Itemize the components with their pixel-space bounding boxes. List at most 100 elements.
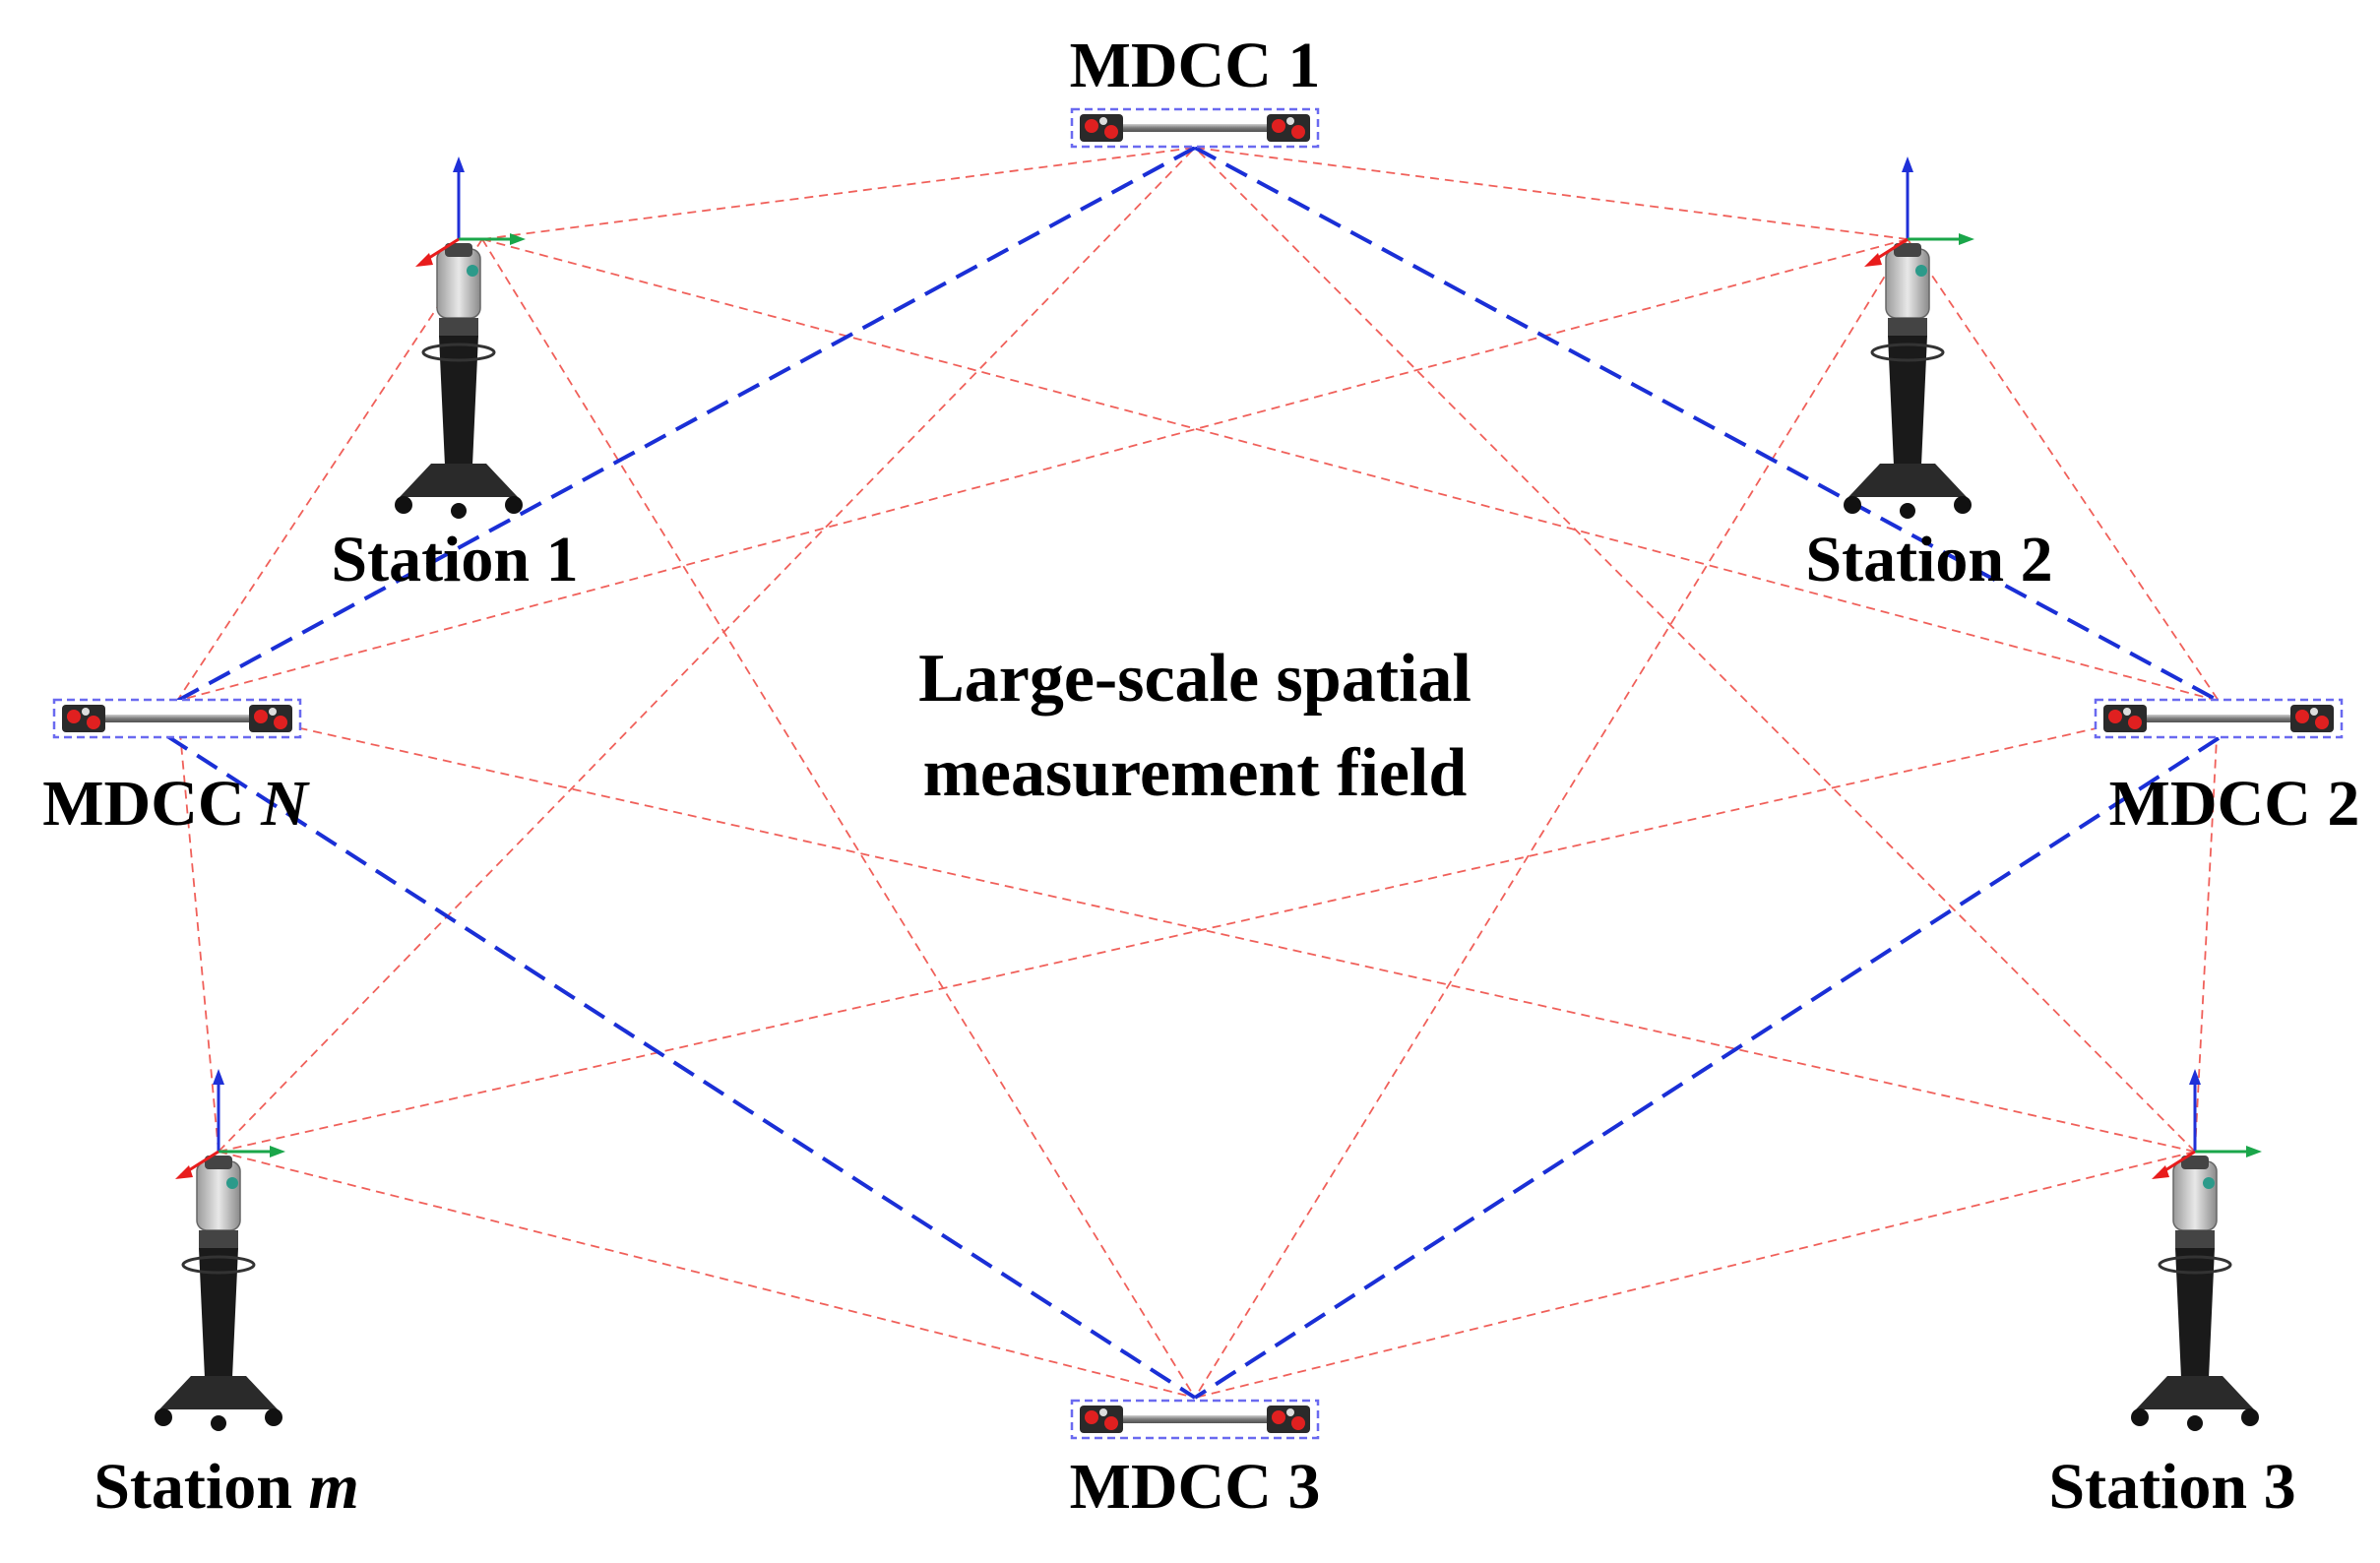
baseline-b1-b2 [1194, 146, 2220, 703]
laser-tracker-icon [2172, 1160, 2218, 1231]
target-red [2295, 710, 2309, 723]
target-white [1099, 1408, 1107, 1416]
target-red [1291, 1416, 1305, 1430]
axis-y-arrow [270, 1146, 285, 1157]
tripod-ring [2158, 1255, 2232, 1275]
sight-line-s1-b2 [481, 238, 2220, 702]
tracker-base [2175, 1230, 2215, 1248]
bar-rod [84, 715, 271, 722]
tripod-ring [1870, 343, 1945, 362]
target-red [2315, 716, 2329, 729]
station-m [155, 1069, 285, 1431]
label-station-3: Station 3 [2048, 1451, 2295, 1523]
caster-wheel [395, 496, 412, 514]
calibration-bar-mdcc-n [52, 698, 302, 739]
target-red [274, 716, 287, 729]
axis-x-arrow [415, 253, 433, 267]
axis-z-arrow [2189, 1069, 2201, 1085]
caster-wheel [2131, 1408, 2149, 1426]
coordinate-axes-icon [415, 156, 526, 267]
sight-line-s1-b3 [481, 238, 1196, 1399]
tripod-foot [159, 1376, 278, 1409]
tracker-lens [467, 265, 478, 277]
target-red [1085, 119, 1098, 133]
target-white [1286, 117, 1294, 125]
laser-tracker-icon [1885, 248, 1930, 319]
sight-line-s3-b3 [1194, 1151, 2196, 1399]
calibration-bars [52, 107, 2344, 1440]
calibration-bar-mdcc-1 [1070, 107, 1320, 149]
target-white [1286, 1408, 1294, 1416]
sight-line-s1-bn [176, 238, 483, 702]
target-red [1291, 125, 1305, 139]
caster-wheel [265, 1408, 282, 1426]
tripod-column [1888, 336, 1927, 466]
station-3 [2131, 1069, 2262, 1431]
bar-rod [1101, 124, 1288, 132]
label-station-m-var: m [308, 1451, 358, 1523]
tracker-lens [226, 1177, 238, 1189]
label-station-2: Station 2 [1805, 524, 2052, 595]
axis-x-arrow [1864, 253, 1882, 267]
bar-rod [1101, 1415, 1288, 1423]
field-title-line-2: measurement field [923, 735, 1468, 811]
label-station-1: Station 1 [331, 524, 578, 595]
target-red [1104, 1416, 1118, 1430]
caster-wheel [505, 496, 523, 514]
caster-wheel [1954, 496, 1972, 514]
label-station-m-prefix: Station [94, 1451, 308, 1523]
laser-tracker-icon [436, 248, 481, 319]
coordinate-axes-icon [2152, 1069, 2262, 1179]
tracker-top [445, 243, 472, 257]
label-mdcc-n-prefix: MDCC [42, 768, 261, 840]
caster-wheel [1844, 496, 1861, 514]
label-mdcc-n-var: N [260, 768, 310, 840]
station-1 [395, 156, 526, 519]
laser-tracker-icon [196, 1160, 241, 1231]
caster-wheel [451, 503, 467, 519]
tripod-ring [181, 1255, 256, 1275]
target-red [2128, 716, 2142, 729]
target-red [67, 710, 81, 723]
baseline-b1-bn [176, 146, 1196, 703]
label-station-m: Station m [94, 1451, 359, 1523]
target-white [2310, 708, 2318, 716]
label-mdcc-2: MDCC 2 [2109, 768, 2360, 840]
tripod-ring [421, 343, 496, 362]
tracker-base [439, 318, 478, 336]
caster-wheel [211, 1415, 226, 1431]
axis-z-arrow [453, 156, 465, 172]
sight-line-s3-b2 [2194, 700, 2220, 1153]
sight-line-sm-b3 [218, 1151, 1196, 1399]
sight-line-s3-bn [176, 700, 2196, 1153]
label-mdcc-1: MDCC 1 [1070, 30, 1321, 101]
axis-x-arrow [2152, 1165, 2169, 1179]
axis-z-arrow [213, 1069, 224, 1085]
coordinate-axes-icon [175, 1069, 285, 1179]
axis-x-arrow [175, 1165, 193, 1179]
tripod-column [439, 336, 478, 466]
tracker-top [205, 1156, 232, 1169]
target-red [1104, 125, 1118, 139]
label-mdcc-3: MDCC 3 [1070, 1451, 1321, 1523]
tripod-column [199, 1248, 238, 1378]
target-red [1272, 1410, 1285, 1424]
bar-rod [2125, 715, 2312, 722]
sight-line-s2-b2 [1907, 238, 2220, 702]
tracker-top [2181, 1156, 2209, 1169]
target-red [1085, 1410, 1098, 1424]
bar-baselines [165, 146, 2221, 1400]
axis-y-arrow [1959, 233, 1974, 245]
axis-y-arrow [2246, 1146, 2262, 1157]
tripod-column [2175, 1248, 2215, 1378]
tracker-base [199, 1230, 238, 1248]
caster-wheel [1900, 503, 1915, 519]
tripod-foot [2136, 1376, 2254, 1409]
target-red [254, 710, 268, 723]
tracker-base [1888, 318, 1927, 336]
calibration-bar-mdcc-3 [1070, 1399, 1320, 1440]
tracker-top [1894, 243, 1921, 257]
sight-line-s1-b1 [481, 147, 1196, 240]
label-mdcc-n: MDCC N [42, 768, 310, 840]
